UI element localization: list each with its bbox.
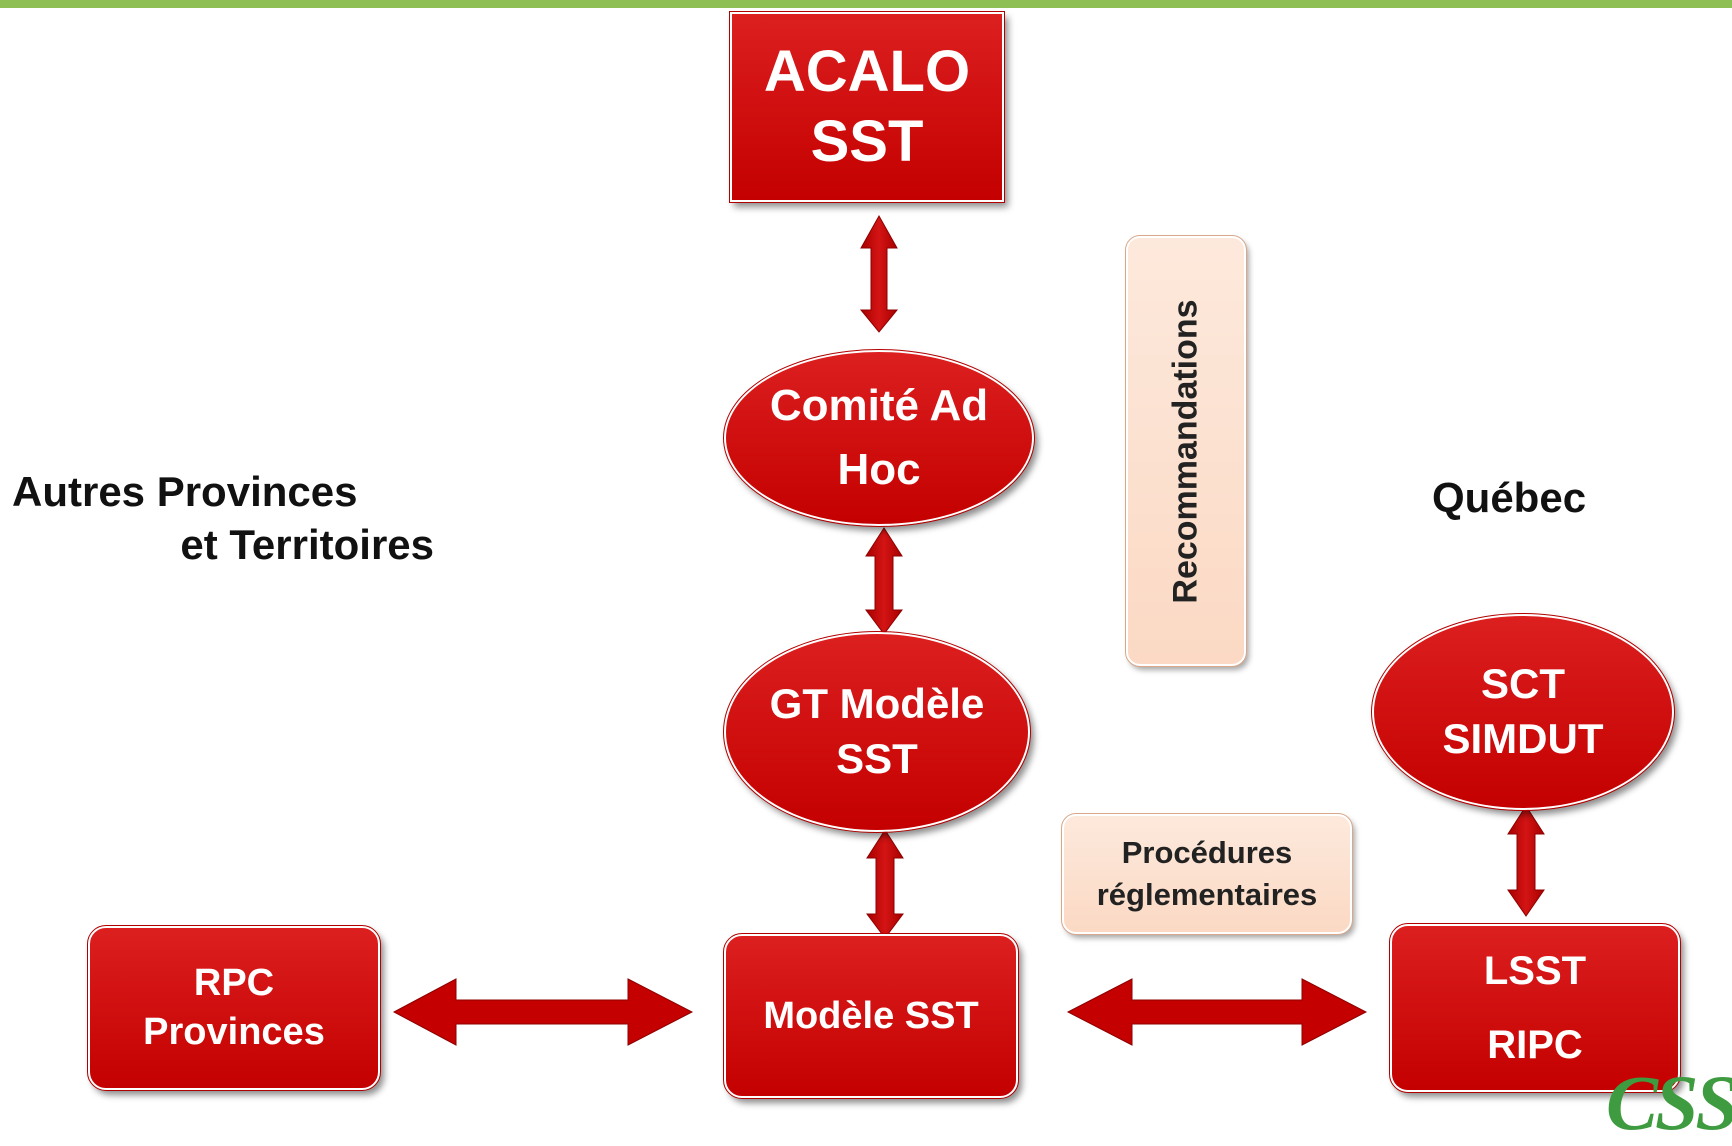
note-recommandations: Recommandations xyxy=(1125,235,1247,667)
node-rpc-line2: Provinces xyxy=(143,1011,325,1053)
node-lsst-line2: RIPC xyxy=(1487,1023,1583,1067)
node-acalo-sst: ACALO SST xyxy=(729,11,1005,203)
node-sct-simdut: SCT SIMDUT xyxy=(1371,613,1675,811)
note-procedures-line2: réglementaires xyxy=(1096,877,1318,912)
node-acalo-line2: SST xyxy=(810,109,924,174)
csst-logo: CSST xyxy=(1606,1064,1732,1142)
label-quebec-text: Québec xyxy=(1432,474,1587,521)
label-autres-provinces: Autres Provinces et Territoires xyxy=(12,466,452,571)
node-comite-ad-hoc: Comité Ad Hoc xyxy=(723,349,1035,527)
label-quebec: Québec xyxy=(1432,472,1586,525)
arrow-modele-lsst xyxy=(1066,978,1368,1046)
csst-logo-text: CSST xyxy=(1606,1059,1732,1146)
arrow-gt-modele xyxy=(866,829,904,939)
label-autres-line1: Autres Provinces xyxy=(12,468,358,515)
node-gt-line2: SST xyxy=(836,735,918,782)
node-comite-line2: Hoc xyxy=(837,445,921,494)
note-procedures: Procédures réglementaires xyxy=(1061,813,1353,935)
node-acalo-line1: ACALO xyxy=(763,39,971,105)
node-modele-label: Modèle SST xyxy=(763,994,979,1037)
arrow-sct-lsst xyxy=(1507,805,1545,917)
top-accent-bar xyxy=(0,0,1732,8)
node-rpc-provinces: RPC Provinces xyxy=(87,925,381,1091)
node-rpc-line1: RPC xyxy=(193,961,275,1004)
node-gt-line1: GT Modèle xyxy=(769,680,985,728)
note-procedures-line1: Procédures xyxy=(1121,835,1293,871)
label-autres-line2: et Territoires xyxy=(180,520,434,568)
arrow-comite-gt xyxy=(865,527,903,635)
node-modele-sst: Modèle SST xyxy=(723,933,1019,1099)
node-sct-line2: SIMDUT xyxy=(1442,715,1604,762)
node-lsst-line1: LSST xyxy=(1483,949,1587,993)
node-lsst-ripc: LSST RIPC xyxy=(1389,923,1681,1093)
arrow-rpc-modele xyxy=(392,978,694,1046)
node-sct-line1: SCT xyxy=(1481,660,1565,708)
arrow-acalo-comite xyxy=(859,214,899,333)
node-comite-line1: Comité Ad xyxy=(769,381,989,431)
note-recommandations-text: Recommandations xyxy=(1166,298,1205,604)
node-gt-modele-sst: GT Modèle SST xyxy=(723,631,1031,833)
